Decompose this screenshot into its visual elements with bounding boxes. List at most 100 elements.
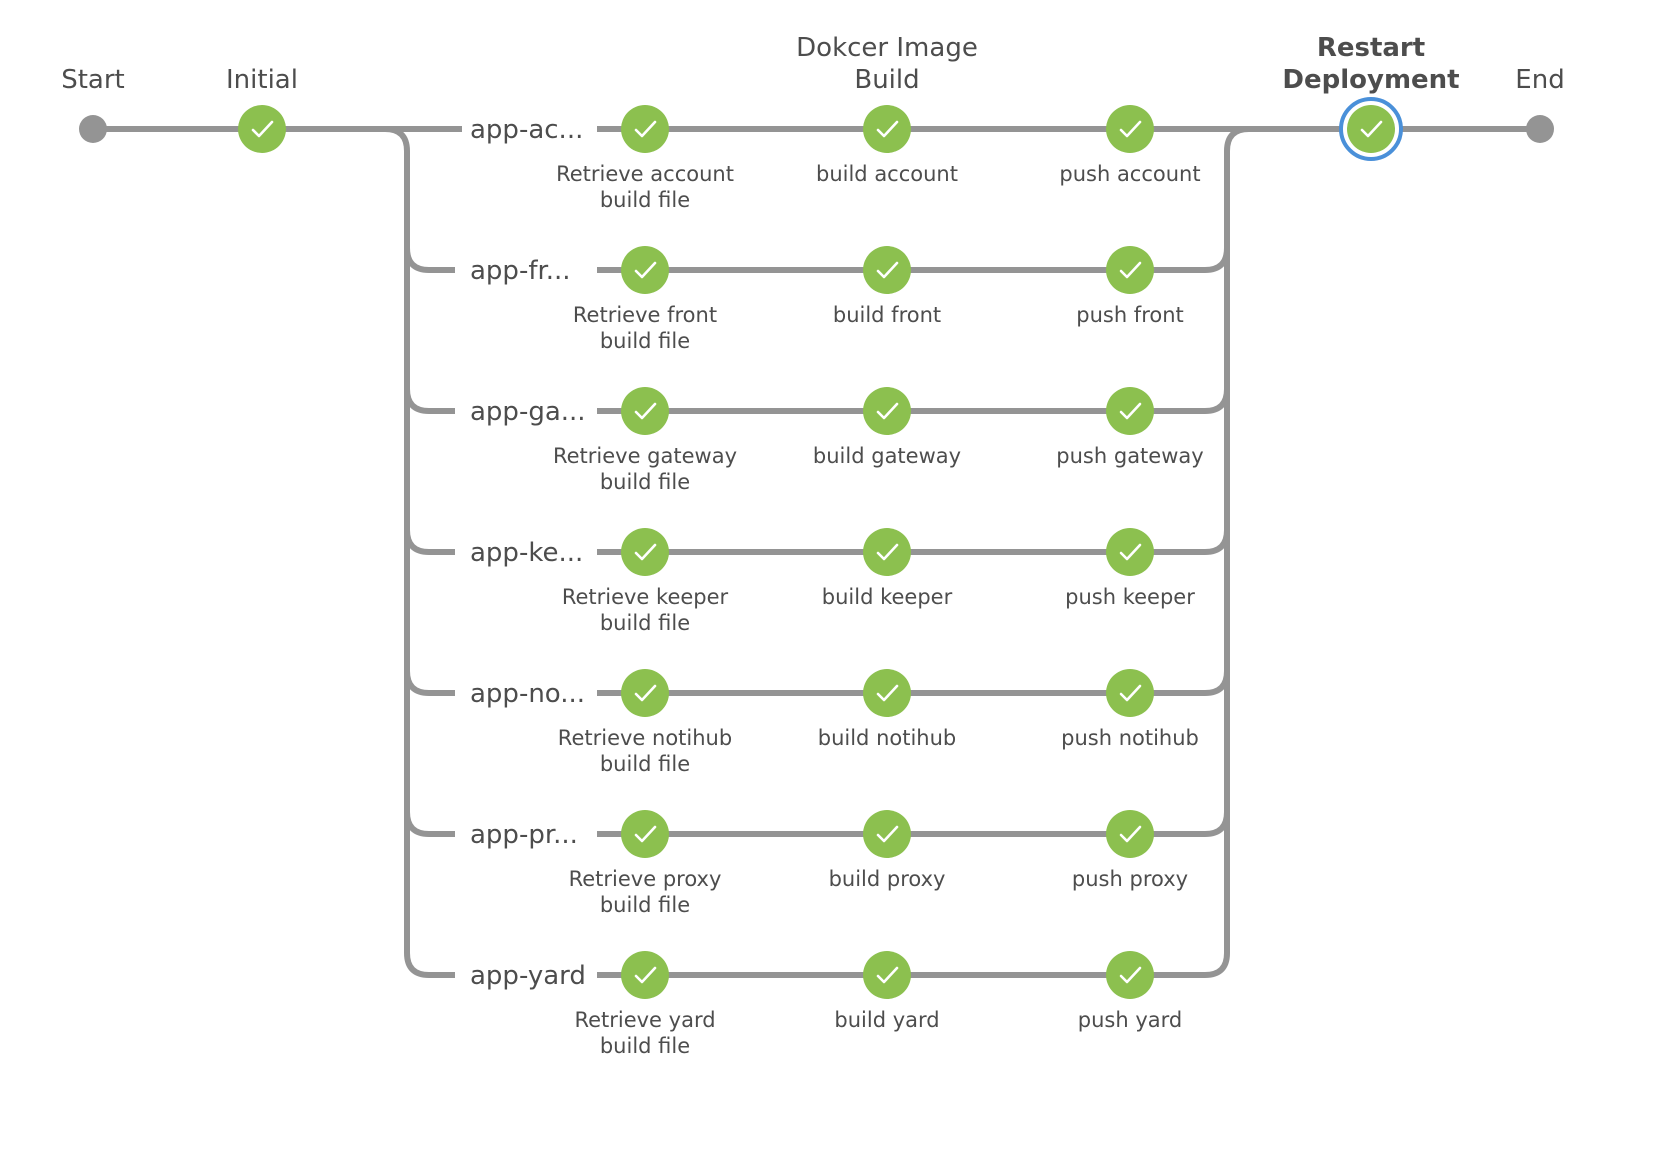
- branch-app-yard-step-retrieve-yard-build-file-label-line: Retrieve yard: [574, 1008, 715, 1032]
- branch-app-ga-step-retrieve-gateway-build-file-node[interactable]: [621, 387, 669, 435]
- branch-app-fr-fork-elbow: [404, 247, 455, 273]
- branch-app-no-step-retrieve-notihub-build-file-label-line: build file: [600, 752, 690, 776]
- branch-app-ga-step-build-gateway-node-status-circle: [863, 387, 911, 435]
- branch-app-yard-step-build-yard-label-line: build yard: [834, 1008, 939, 1032]
- branch-app-ga-step-build-gateway-label-line: build gateway: [813, 444, 961, 468]
- branch-app-yard-step-build-yard-node-status-circle: [863, 951, 911, 999]
- branch-app-yard-step-retrieve-yard-build-file-node-status-circle: [621, 951, 669, 999]
- branch-app-fr-join-elbow: [1179, 247, 1230, 273]
- branch-app-ac-label[interactable]: app-ac...: [470, 115, 583, 145]
- stage-end-endpoint: [1526, 115, 1554, 143]
- branch-app-ke-step-push-keeper-node[interactable]: [1106, 528, 1154, 576]
- branch-app-yard-step-build-yard-node[interactable]: [863, 951, 911, 999]
- branch-app-no-step-build-notihub-node[interactable]: [863, 669, 911, 717]
- branch-app-no-step-push-notihub-node-status-circle: [1106, 669, 1154, 717]
- branch-app-ac-step-push-account-node[interactable]: [1106, 105, 1154, 153]
- check-icon: [634, 402, 657, 420]
- branch-app-pr-step-push-proxy-node-status-circle: [1106, 810, 1154, 858]
- branch-app-fr-step-retrieve-front-build-file-label-line: Retrieve front: [573, 303, 717, 327]
- branch-app-yard-join-elbow: [1179, 952, 1230, 978]
- stage-restart-deployment-label-line: Deployment: [1282, 65, 1459, 95]
- branch-app-fr-step-retrieve-front-build-file-node-status-circle: [621, 246, 669, 294]
- stage-end-label-line: End: [1515, 65, 1564, 95]
- check-icon: [876, 261, 899, 279]
- branch-app-ac-step-build-account-label-line: build account: [816, 162, 958, 186]
- branch-app-ke-step-retrieve-keeper-build-file-label-line: build file: [600, 611, 690, 635]
- branch-app-fr-step-build-front-node-status-circle: [863, 246, 911, 294]
- check-icon: [1119, 825, 1142, 843]
- stage-restart-deployment-label-line: Restart: [1317, 33, 1425, 63]
- pipeline-connectors: [93, 126, 1540, 978]
- branch-app-ac-step-build-account-node-status-circle: [863, 105, 911, 153]
- branch-app-no-step-push-notihub-node[interactable]: [1106, 669, 1154, 717]
- check-icon: [1119, 402, 1142, 420]
- fork-connector: [384, 126, 410, 953]
- check-icon: [1119, 543, 1142, 561]
- branch-app-yard-label[interactable]: app-yard: [470, 961, 586, 991]
- stage-docker-image-build-label-line: Dokcer Image: [796, 33, 978, 63]
- branch-app-fr-step-push-front-node[interactable]: [1106, 246, 1154, 294]
- branch-app-yard-fork-elbow: [404, 952, 455, 978]
- branch-app-pr-step-retrieve-proxy-build-file-label-line: Retrieve proxy: [569, 867, 722, 891]
- branch-app-fr-label[interactable]: app-fr...: [470, 256, 571, 286]
- branch-app-fr-step-build-front-node[interactable]: [863, 246, 911, 294]
- branch-app-ke-step-push-keeper-node-status-circle: [1106, 528, 1154, 576]
- stage-start-endpoint: [79, 115, 107, 143]
- check-icon: [876, 684, 899, 702]
- pipeline-nodes: [79, 97, 1554, 999]
- branch-app-no-label[interactable]: app-no...: [470, 679, 585, 709]
- branch-app-fr-step-build-front-label: build front: [833, 303, 941, 327]
- branch-app-ke-step-build-keeper-label: build keeper: [822, 585, 953, 609]
- branch-app-ac-step-push-account-label: push account: [1059, 162, 1200, 186]
- branch-app-pr-step-build-proxy-node[interactable]: [863, 810, 911, 858]
- branch-app-ke-step-build-keeper-node[interactable]: [863, 528, 911, 576]
- branch-app-ke-join-elbow: [1179, 529, 1230, 555]
- branch-app-pr-step-push-proxy-label-line: push proxy: [1072, 867, 1188, 891]
- branch-app-yard-step-retrieve-yard-build-file-node[interactable]: [621, 951, 669, 999]
- branch-app-pr-label[interactable]: app-pr...: [470, 820, 578, 850]
- check-icon: [634, 966, 657, 984]
- branch-app-ac-step-build-account-node[interactable]: [863, 105, 911, 153]
- stage-start-label: Start: [61, 65, 125, 95]
- branch-app-pr-join-elbow: [1179, 811, 1230, 837]
- branch-app-no-step-build-notihub-label-line: build notihub: [818, 726, 957, 750]
- branch-app-yard-step-build-yard-label: build yard: [834, 1008, 939, 1032]
- branch-app-ga-label[interactable]: app-ga...: [470, 397, 586, 427]
- stage-initial-node[interactable]: [238, 105, 286, 153]
- branch-app-fr-step-retrieve-front-build-file-node[interactable]: [621, 246, 669, 294]
- branch-app-ac-step-retrieve-account-build-file-node[interactable]: [621, 105, 669, 153]
- branch-app-fr-step-push-front-node-status-circle: [1106, 246, 1154, 294]
- branch-app-ke-step-retrieve-keeper-build-file-node[interactable]: [621, 528, 669, 576]
- branch-app-no-step-retrieve-notihub-build-file-label-line: Retrieve notihub: [558, 726, 732, 750]
- check-icon: [876, 966, 899, 984]
- branch-app-ga-step-build-gateway-node[interactable]: [863, 387, 911, 435]
- branch-app-no-step-push-notihub-label-line: push notihub: [1061, 726, 1199, 750]
- branch-app-pr-step-retrieve-proxy-build-file-node[interactable]: [621, 810, 669, 858]
- branch-app-ga-fork-elbow: [404, 388, 455, 414]
- branch-app-no-step-retrieve-notihub-build-file-node[interactable]: [621, 669, 669, 717]
- stage-initial-label-line: Initial: [226, 65, 298, 95]
- stage-restart-deployment-node[interactable]: [1339, 97, 1403, 161]
- check-icon: [634, 261, 657, 279]
- branch-app-no-step-push-notihub-label: push notihub: [1061, 726, 1199, 750]
- branch-app-no-step-build-notihub-label: build notihub: [818, 726, 957, 750]
- check-icon: [634, 825, 657, 843]
- branch-app-ke-label[interactable]: app-ke...: [470, 538, 583, 568]
- stage-restart-deployment-node-status-circle: [1347, 105, 1395, 153]
- branch-app-yard-step-push-yard-node[interactable]: [1106, 951, 1154, 999]
- branch-app-ga-step-push-gateway-node[interactable]: [1106, 387, 1154, 435]
- branch-app-yard-step-push-yard-label-line: push yard: [1078, 1008, 1182, 1032]
- branch-app-pr-step-build-proxy-label: build proxy: [829, 867, 946, 891]
- branch-app-pr-fork-elbow: [404, 811, 455, 837]
- check-icon: [634, 684, 657, 702]
- check-icon: [876, 402, 899, 420]
- branch-app-pr-step-push-proxy-node[interactable]: [1106, 810, 1154, 858]
- stage-initial-node-status-circle: [238, 105, 286, 153]
